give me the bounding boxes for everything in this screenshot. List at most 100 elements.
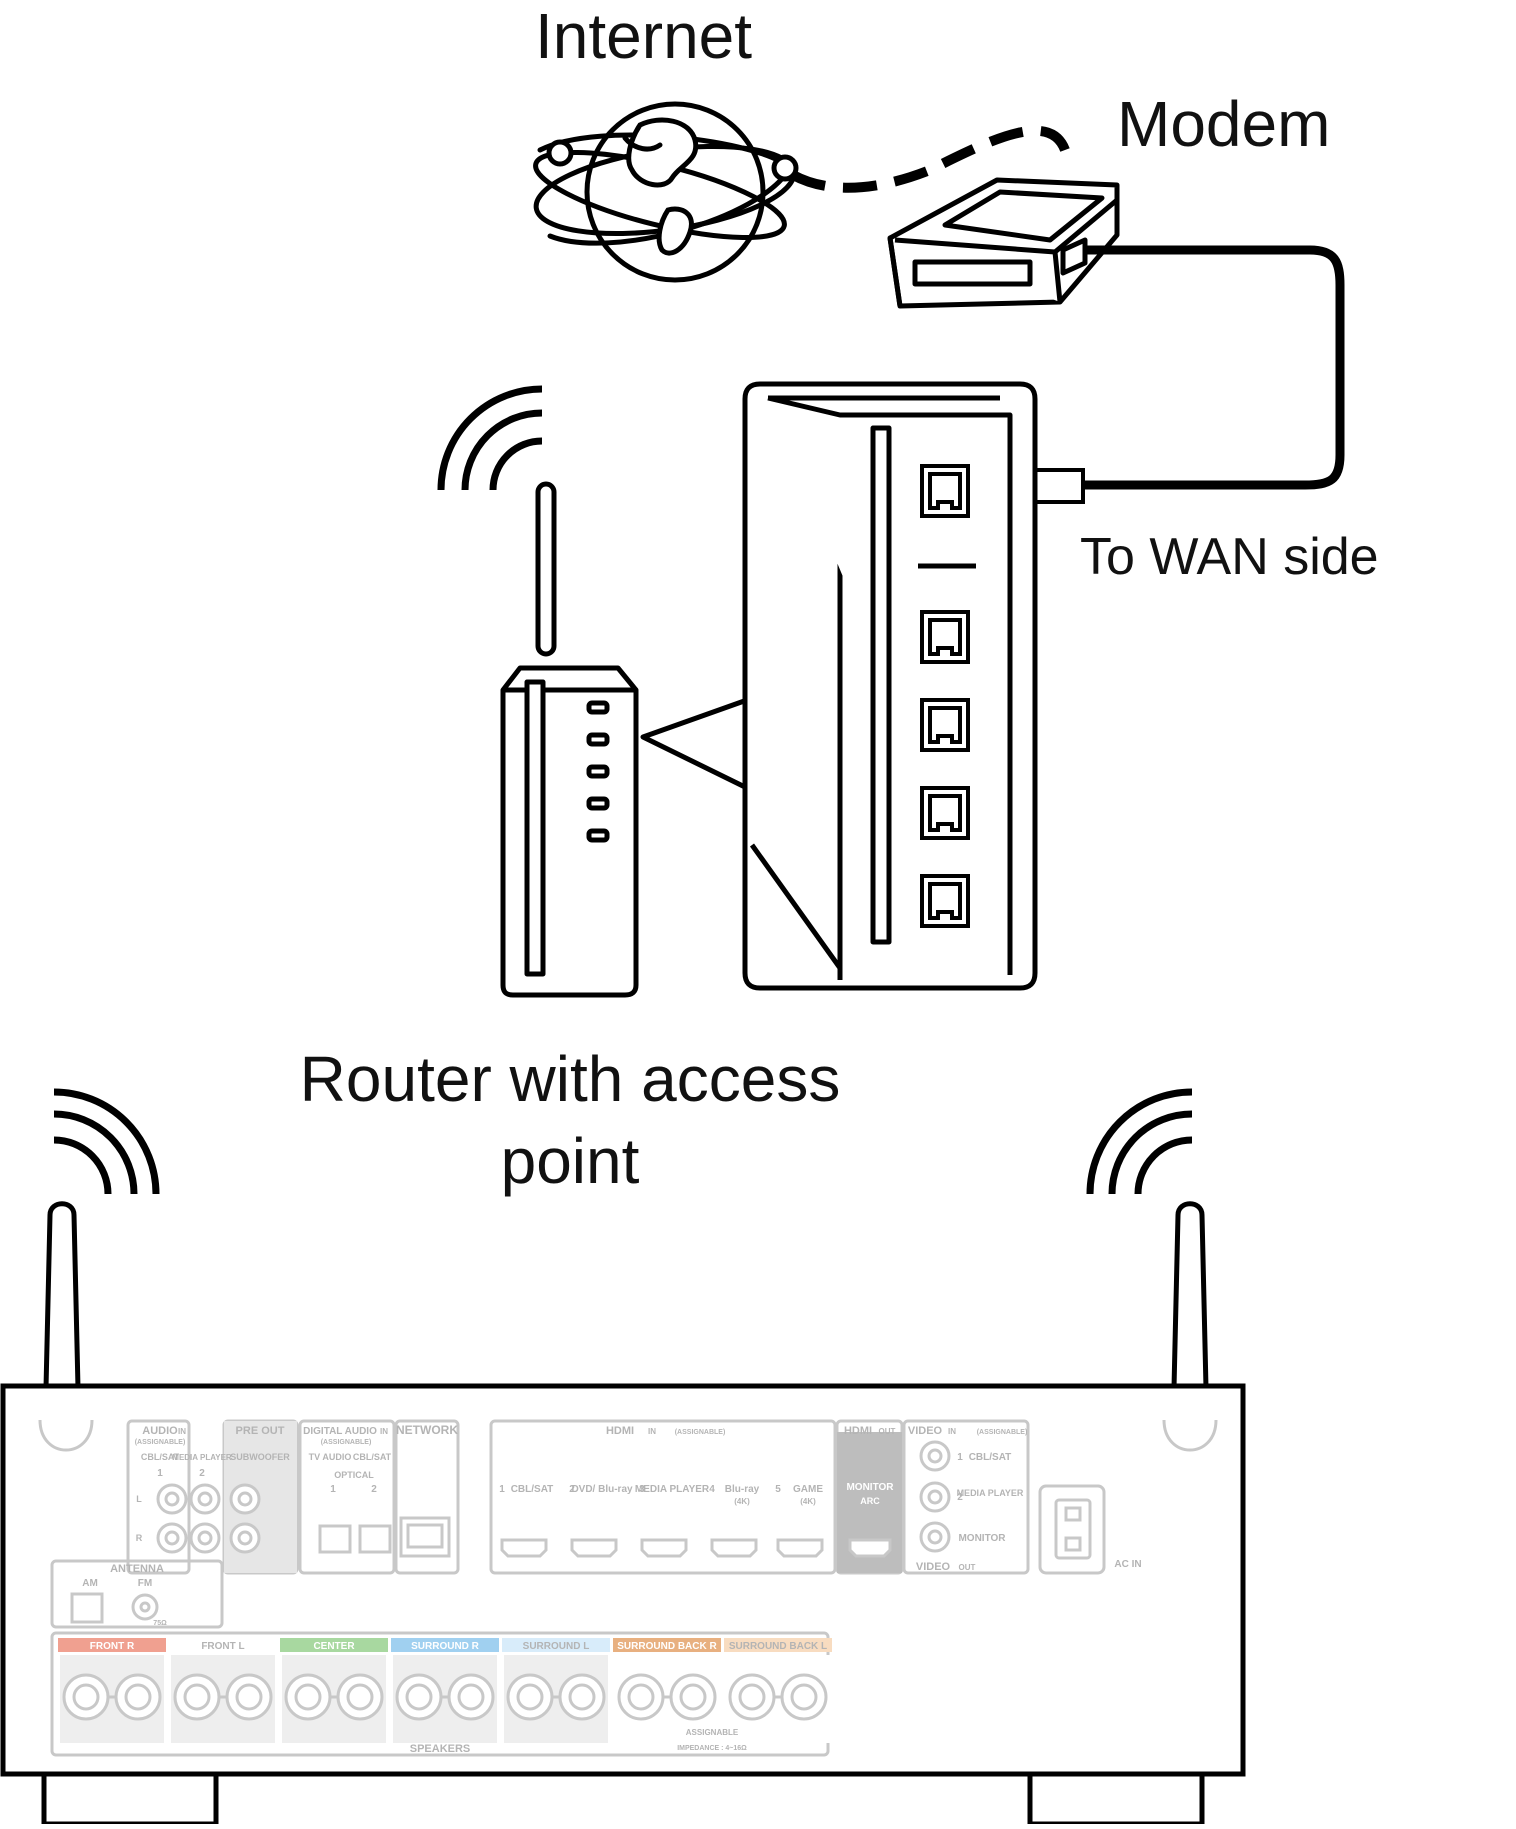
network-label: NETWORK: [396, 1423, 458, 1437]
video-cbl-label: CBL/SAT: [969, 1452, 1012, 1463]
speaker-channel-label: SURROUND R: [411, 1641, 480, 1652]
hdmi-input-name: Blu-ray: [725, 1484, 760, 1495]
tv-audio-label: TV AUDIO: [309, 1452, 352, 1462]
dig-cbl-label: CBL/SAT: [353, 1452, 392, 1462]
hdmi-in-label: HDMI: [606, 1425, 634, 1437]
speaker-channel-label: SURROUND L: [523, 1641, 590, 1652]
opt-n1: 1: [330, 1484, 336, 1495]
speaker-terminal-inner: [235, 1683, 263, 1711]
am-label: AM: [82, 1578, 98, 1589]
zoom-callout-pointer: [640, 697, 750, 791]
optical-label: OPTICAL: [334, 1470, 374, 1480]
speaker-terminal-inner: [183, 1683, 211, 1711]
hdmi-assignable: (ASSIGNABLE): [675, 1429, 726, 1436]
audio-n1: 1: [157, 1468, 163, 1479]
receiver-feet: [41, 1767, 1205, 1827]
speaker-header: [391, 1638, 499, 1652]
audio-n2: 2: [199, 1468, 205, 1479]
hdmi-input-num: 3: [639, 1484, 645, 1495]
audio-r: R: [136, 1533, 143, 1543]
video-in-label: VIDEO: [908, 1425, 943, 1437]
video-assignable: (ASSIGNABLE): [977, 1429, 1028, 1436]
router-icon: [500, 481, 639, 998]
speaker-header: [724, 1638, 832, 1652]
video-out-tag: OUT: [959, 1563, 976, 1572]
hdmi-input-num: 5: [775, 1484, 781, 1495]
lan-port-icon: [920, 610, 970, 664]
router-back-panel-zoom: [742, 381, 1038, 991]
modem-label: Modem: [1117, 88, 1331, 160]
audio-media-label: MEDIA PLAYER: [172, 1453, 232, 1462]
rca-jacks: [131, 1440, 951, 1621]
video-n1: 1: [957, 1452, 963, 1463]
digital-audio-label: DIGITAL AUDIO: [303, 1426, 377, 1437]
router-wifi-waves: [437, 385, 543, 491]
hdmi-in-tag: IN: [648, 1427, 656, 1436]
lan-port-icon: [920, 698, 970, 752]
speaker-header: [613, 1638, 721, 1652]
ac-inlet: [70, 1498, 1092, 1624]
opt-n2: 2: [371, 1484, 377, 1495]
speaker-terminal-inner: [457, 1683, 485, 1711]
router-label-line1: Router with access: [299, 1043, 841, 1115]
speaker-header: [58, 1638, 166, 1652]
hdmi-input-sub: (4K): [800, 1497, 816, 1506]
speaker-terminal-inner: [627, 1683, 655, 1711]
fm-label: FM: [138, 1578, 152, 1589]
audio-l: L: [136, 1494, 142, 1504]
hdmi-ports: [500, 1538, 892, 1558]
video-media-label: MEDIA PLAYER: [957, 1488, 1024, 1498]
speakers-label: SPEAKERS: [410, 1743, 471, 1755]
speaker-channel-label: FRONT L: [201, 1641, 244, 1652]
digital-in-tag: IN: [380, 1427, 388, 1436]
hdmi-input-num: 4: [709, 1484, 715, 1495]
speaker-channel-label: SURROUND BACK L: [729, 1641, 827, 1652]
ac-in-label: AC IN: [1114, 1559, 1141, 1570]
receiver-antennas: [43, 1201, 1209, 1391]
speaker-channel-label: CENTER: [313, 1641, 355, 1652]
speaker-header: [502, 1638, 610, 1652]
speaker-channel-label: SURROUND BACK R: [617, 1641, 717, 1652]
audio-assignable: (ASSIGNABLE): [135, 1439, 186, 1446]
speaker-terminal-inner: [405, 1683, 433, 1711]
modem-icon: [887, 177, 1120, 309]
speaker-terminal-inner: [346, 1683, 374, 1711]
speaker-terminals: [60, 1655, 830, 1743]
speaker-terminal-inner: [568, 1683, 596, 1711]
router-label-line2: point: [500, 1125, 640, 1197]
router-label: Router with access point: [230, 1038, 910, 1202]
router-ports: [920, 464, 970, 928]
video-n2: 2: [957, 1492, 963, 1503]
speaker-header: [169, 1638, 277, 1652]
fm-ohm-label: 75Ω: [153, 1620, 167, 1627]
receiver-wifi-waves-left: [53, 1088, 160, 1195]
lan-port-icon: [920, 786, 970, 840]
hdmi-arc-label: ARC: [860, 1496, 880, 1506]
hdmi-input-name: CBL/SAT: [511, 1484, 554, 1495]
speaker-terminal-inner: [738, 1683, 766, 1711]
receiver-labels: AUDIO IN (ASSIGNABLE) CBL/SAT 1 2 MEDIA …: [82, 1423, 1141, 1755]
hdmi-out-label: HDMI: [844, 1425, 872, 1437]
speaker-terminal-inner: [124, 1683, 152, 1711]
video-in-tag: IN: [948, 1427, 956, 1436]
wan-cable: [1075, 245, 1345, 490]
hdmi-monitor-label: MONITOR: [846, 1482, 894, 1493]
video-monitor-label: MONITOR: [958, 1533, 1006, 1544]
impedance-label: IMPEDANCE : 4~16Ω: [677, 1745, 747, 1752]
speaker-terminal-inner: [790, 1683, 818, 1711]
subwoofer-label: SUBWOOFER: [230, 1452, 290, 1462]
speaker-terminal-inner: [72, 1683, 100, 1711]
hdmi-input-name: MEDIA PLAYER: [635, 1484, 710, 1495]
assignable-label: ASSIGNABLE: [686, 1728, 739, 1737]
hdmi-input-num: 2: [569, 1484, 575, 1495]
hdmi-input-num: 1: [499, 1484, 505, 1495]
globe-icon: [533, 101, 799, 283]
speaker-terminal-inner: [294, 1683, 322, 1711]
speaker-header-colors: [58, 1638, 832, 1652]
hdmi-out-tag: OUT: [879, 1427, 896, 1436]
audio-in-tag: IN: [178, 1427, 186, 1436]
digital-assignable: (ASSIGNABLE): [321, 1439, 372, 1446]
speaker-terminal-inner: [516, 1683, 544, 1711]
